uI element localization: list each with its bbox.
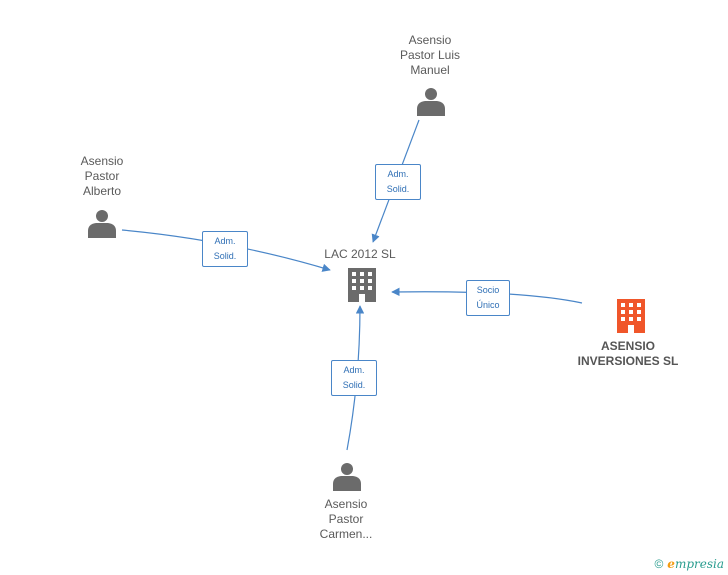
- person-icon[interactable]: [417, 88, 445, 116]
- node-label-center[interactable]: LAC 2012 SL: [324, 247, 396, 261]
- edge-label-luis: Adm. Solid.: [375, 164, 421, 200]
- building-icon[interactable]: [617, 299, 645, 333]
- edge-label-carmen: Adm. Solid.: [331, 360, 377, 396]
- node-label-carmen[interactable]: Asensio Pastor Carmen...: [319, 497, 373, 541]
- building-icon[interactable]: [348, 268, 376, 302]
- edge-label-alberto: Adm. Solid.: [202, 231, 248, 267]
- node-label-luis[interactable]: Asensio Pastor Luis Manuel: [399, 33, 461, 77]
- empresia-logo[interactable]: empresia: [667, 557, 724, 571]
- person-icon[interactable]: [333, 463, 361, 491]
- node-label-alberto[interactable]: Asensio Pastor Alberto: [80, 154, 124, 198]
- node-label-inversiones[interactable]: ASENSIO INVERSIONES SL: [577, 339, 679, 368]
- footer-brand: ©empresia: [654, 557, 724, 571]
- person-icon[interactable]: [88, 210, 116, 238]
- edge-label-inversiones: Socio Único: [466, 280, 510, 316]
- copyright-icon: ©: [654, 557, 664, 571]
